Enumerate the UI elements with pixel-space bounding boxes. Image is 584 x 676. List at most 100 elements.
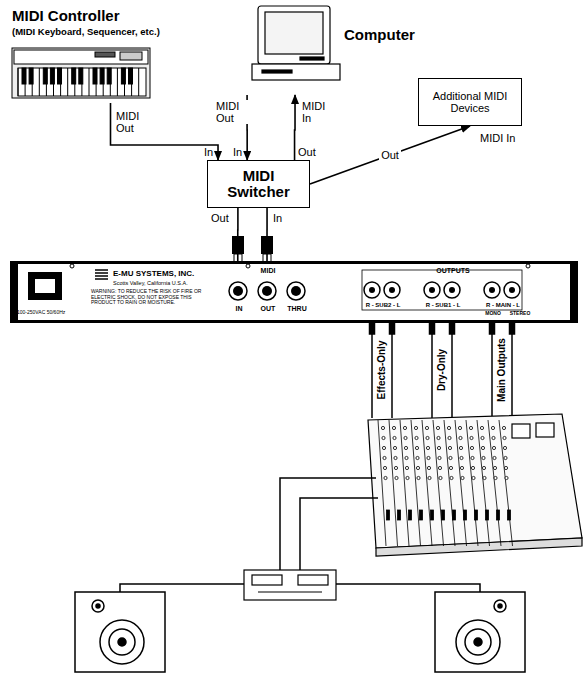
panel-label: R - MAIN - L xyxy=(475,302,531,309)
output-jack xyxy=(484,282,500,298)
knob xyxy=(461,476,464,479)
screw xyxy=(526,264,530,268)
black-key xyxy=(100,68,104,84)
knob xyxy=(503,446,506,449)
midi-cable xyxy=(310,126,470,184)
knob xyxy=(403,426,406,429)
channel-strip xyxy=(455,420,467,546)
fader xyxy=(431,510,434,520)
knob xyxy=(492,446,495,449)
knob xyxy=(392,426,395,429)
channel-strip xyxy=(400,420,409,546)
cable xyxy=(391,334,393,418)
logo-mark xyxy=(95,278,108,280)
panel-label: R - SUB2 - L xyxy=(355,302,411,309)
output-jack xyxy=(489,287,495,293)
knob xyxy=(405,466,408,469)
knob xyxy=(416,456,419,459)
edge-label: Out xyxy=(379,149,401,161)
knob xyxy=(425,426,428,429)
knob xyxy=(415,436,418,439)
black-key xyxy=(72,68,76,84)
midi-jack xyxy=(287,282,305,300)
knob xyxy=(482,466,485,469)
panel-label: WARNING: TO REDUCE THE RISK OF FIRE OR E… xyxy=(91,289,216,306)
key-line xyxy=(39,68,40,96)
cable xyxy=(371,334,373,418)
output-jack xyxy=(509,287,515,293)
black-key xyxy=(22,68,26,84)
knob xyxy=(449,456,452,459)
black-key xyxy=(43,68,47,84)
knob xyxy=(481,436,484,439)
cable-plug xyxy=(490,322,495,334)
midi-cable xyxy=(294,95,296,160)
knob xyxy=(449,466,452,469)
midi-jack xyxy=(233,286,243,296)
screw xyxy=(246,264,250,268)
fader xyxy=(442,510,445,520)
panel-label: E-MU SYSTEMS, INC. xyxy=(113,270,223,279)
knob xyxy=(428,476,431,479)
knob xyxy=(470,436,473,439)
device-name: Additional MIDI Devices xyxy=(425,90,515,114)
cable xyxy=(511,334,513,418)
knob xyxy=(406,476,409,479)
port-label: In xyxy=(233,146,242,158)
panel-label: IN xyxy=(224,305,254,313)
cable xyxy=(431,334,433,418)
device-box: MIDI Switcher xyxy=(207,160,310,208)
knob xyxy=(481,446,484,449)
knob xyxy=(439,476,442,479)
rear-panel: 100-250VAC 50/60HzE-MU SYSTEMS, INC.Scot… xyxy=(10,263,578,321)
output-jack xyxy=(384,282,400,298)
panel-label: OUT xyxy=(253,305,283,313)
midi-cable xyxy=(266,208,268,263)
knob xyxy=(471,466,474,469)
knob xyxy=(393,436,396,439)
midi-cable xyxy=(111,103,219,160)
panel-end xyxy=(10,261,18,323)
logo-mark xyxy=(95,275,108,277)
knob xyxy=(383,466,386,469)
edge-label: MIDI Out xyxy=(114,110,148,134)
panel-label: OUTPUTS xyxy=(413,267,493,275)
device-name: MIDI Switcher xyxy=(214,168,303,201)
knob xyxy=(483,476,486,479)
mixer-illustration xyxy=(368,414,582,556)
panel-label: MIDI xyxy=(253,267,283,275)
output-jack xyxy=(504,282,520,298)
knob xyxy=(460,466,463,469)
knob xyxy=(417,476,420,479)
knob xyxy=(504,466,507,469)
midi-jack xyxy=(262,286,272,296)
cable xyxy=(451,334,453,418)
fader xyxy=(409,510,412,520)
port-label: MIDI In xyxy=(480,132,515,144)
cable-plug xyxy=(390,322,395,334)
output-jack xyxy=(389,287,395,293)
fader xyxy=(398,510,401,520)
knob xyxy=(494,476,497,479)
knob xyxy=(415,446,418,449)
knob xyxy=(405,456,408,459)
knob xyxy=(383,456,386,459)
knob xyxy=(414,426,417,429)
knob xyxy=(448,436,451,439)
port-label: Out xyxy=(211,212,229,224)
knob xyxy=(491,426,494,429)
knob xyxy=(438,466,441,469)
knob xyxy=(492,436,495,439)
knob xyxy=(502,426,505,429)
midi-jack xyxy=(291,286,301,296)
knob xyxy=(503,436,506,439)
amp-wires xyxy=(120,478,480,592)
device-box: Additional MIDI Devices xyxy=(418,78,522,126)
knob xyxy=(382,446,385,449)
knob xyxy=(384,476,387,479)
channel-strip xyxy=(433,420,444,546)
knob xyxy=(438,456,441,459)
port-label: In xyxy=(204,146,213,158)
output-jack xyxy=(364,282,380,298)
knob xyxy=(459,436,462,439)
